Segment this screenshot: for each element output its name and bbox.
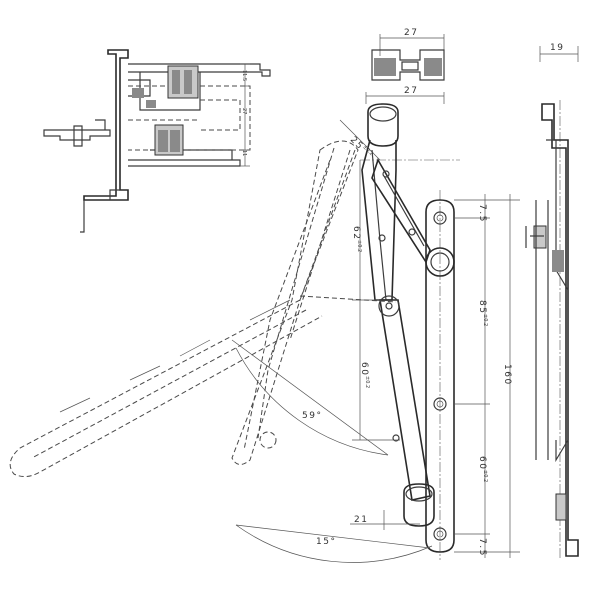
section-view: 11.5 27 11 [43,49,271,233]
angle-open-label: 59° [302,411,322,421]
main-hinge-view [352,103,460,560]
dim-end-top: 7.5 [477,204,487,223]
dim-spacing-upper: 85 [477,300,487,314]
angle-arcs: 59° 15° 21 [231,339,433,563]
tol-spacing-lower: ±0.2 [482,470,488,482]
tol-spacing-upper: ±0.2 [482,314,488,326]
top-view: 27 27 [365,28,445,104]
open-position-phantom [9,140,397,478]
angle-small-label: 15° [316,537,336,547]
tol-arm-lower: ±0.2 [364,376,370,388]
section-dim-b: 27 [241,108,247,114]
dim-spacing-lower: 60 [477,456,487,470]
dim-end-bottom: 7.5 [477,538,487,557]
dim-width-top: 27 [404,28,418,38]
dim-depth-side: 19 [550,43,564,53]
side-view: 19 [525,43,579,560]
dim-arm-lower: 60 [359,362,369,376]
dim-width-arm: 27 [404,86,418,96]
tol-arm-upper: ±0.2 [356,240,362,252]
section-dim-a: 11.5 [241,70,247,81]
dim-pivot-offset: 25 [348,135,365,152]
dim-total-length: 160 [502,364,512,386]
vertical-dimensions: 7.5 7.5 85 ±0.2 60 ±0.2 160 [454,194,520,558]
dim-arm-upper: 62 [351,226,361,240]
section-dim-c: 11 [241,150,247,156]
dim-slot-offset: 21 [354,515,368,525]
